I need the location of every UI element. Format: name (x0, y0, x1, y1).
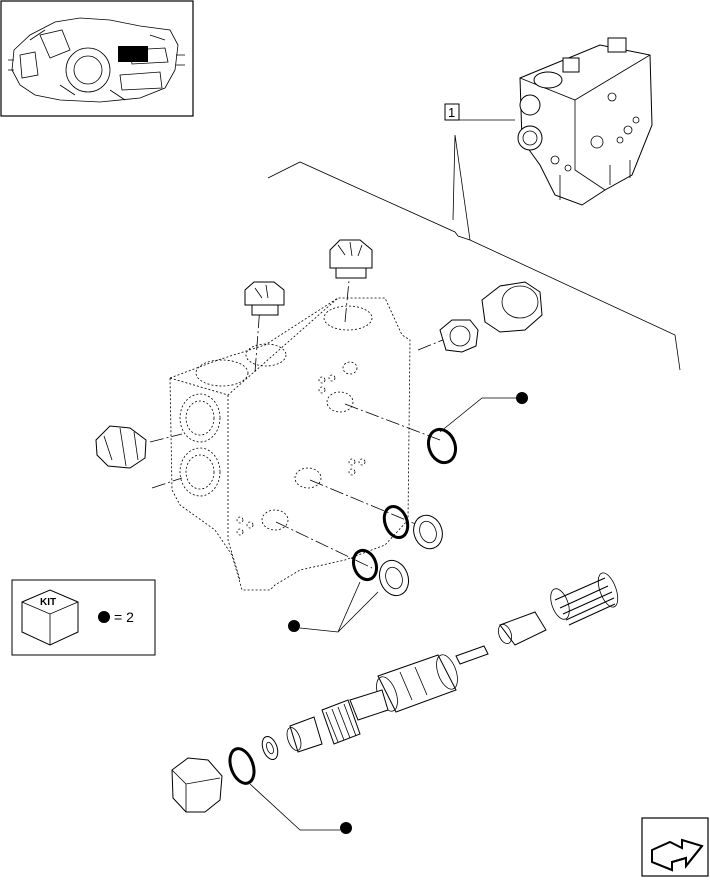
kit-quantity-text: = 2 (114, 609, 134, 625)
item-callout[interactable]: 1 (444, 103, 460, 121)
valve-body (169, 297, 411, 591)
o-ring (382, 505, 410, 539)
kit-marker (249, 783, 352, 834)
locator-thumbnail[interactable] (0, 0, 194, 117)
o-ring (228, 747, 256, 785)
kit-legend: KIT = 2 (11, 579, 156, 656)
kit-marker (288, 581, 379, 633)
assembled-valve-image (517, 37, 653, 206)
o-ring (351, 548, 379, 582)
kit-marker (439, 392, 528, 433)
spool-assembly (171, 572, 619, 813)
kit-box-icon (21, 589, 79, 646)
reference-line (267, 161, 681, 371)
tractor-thumbnail-image (8, 17, 185, 103)
spring (550, 572, 619, 626)
item-number-label: 1 (448, 105, 455, 120)
kit-bullet-icon (98, 611, 110, 623)
kit-label: KIT (40, 597, 56, 608)
end-plug (171, 757, 223, 813)
next-page-arrow-icon[interactable] (641, 817, 709, 877)
side-plug-right-large (481, 281, 543, 333)
side-plug-left (95, 425, 147, 469)
top-plug-small (244, 281, 285, 316)
washer (413, 514, 443, 550)
side-plug-right-small (439, 319, 479, 353)
washer (378, 559, 410, 597)
o-ring (426, 427, 458, 465)
top-plug-large (329, 239, 373, 279)
